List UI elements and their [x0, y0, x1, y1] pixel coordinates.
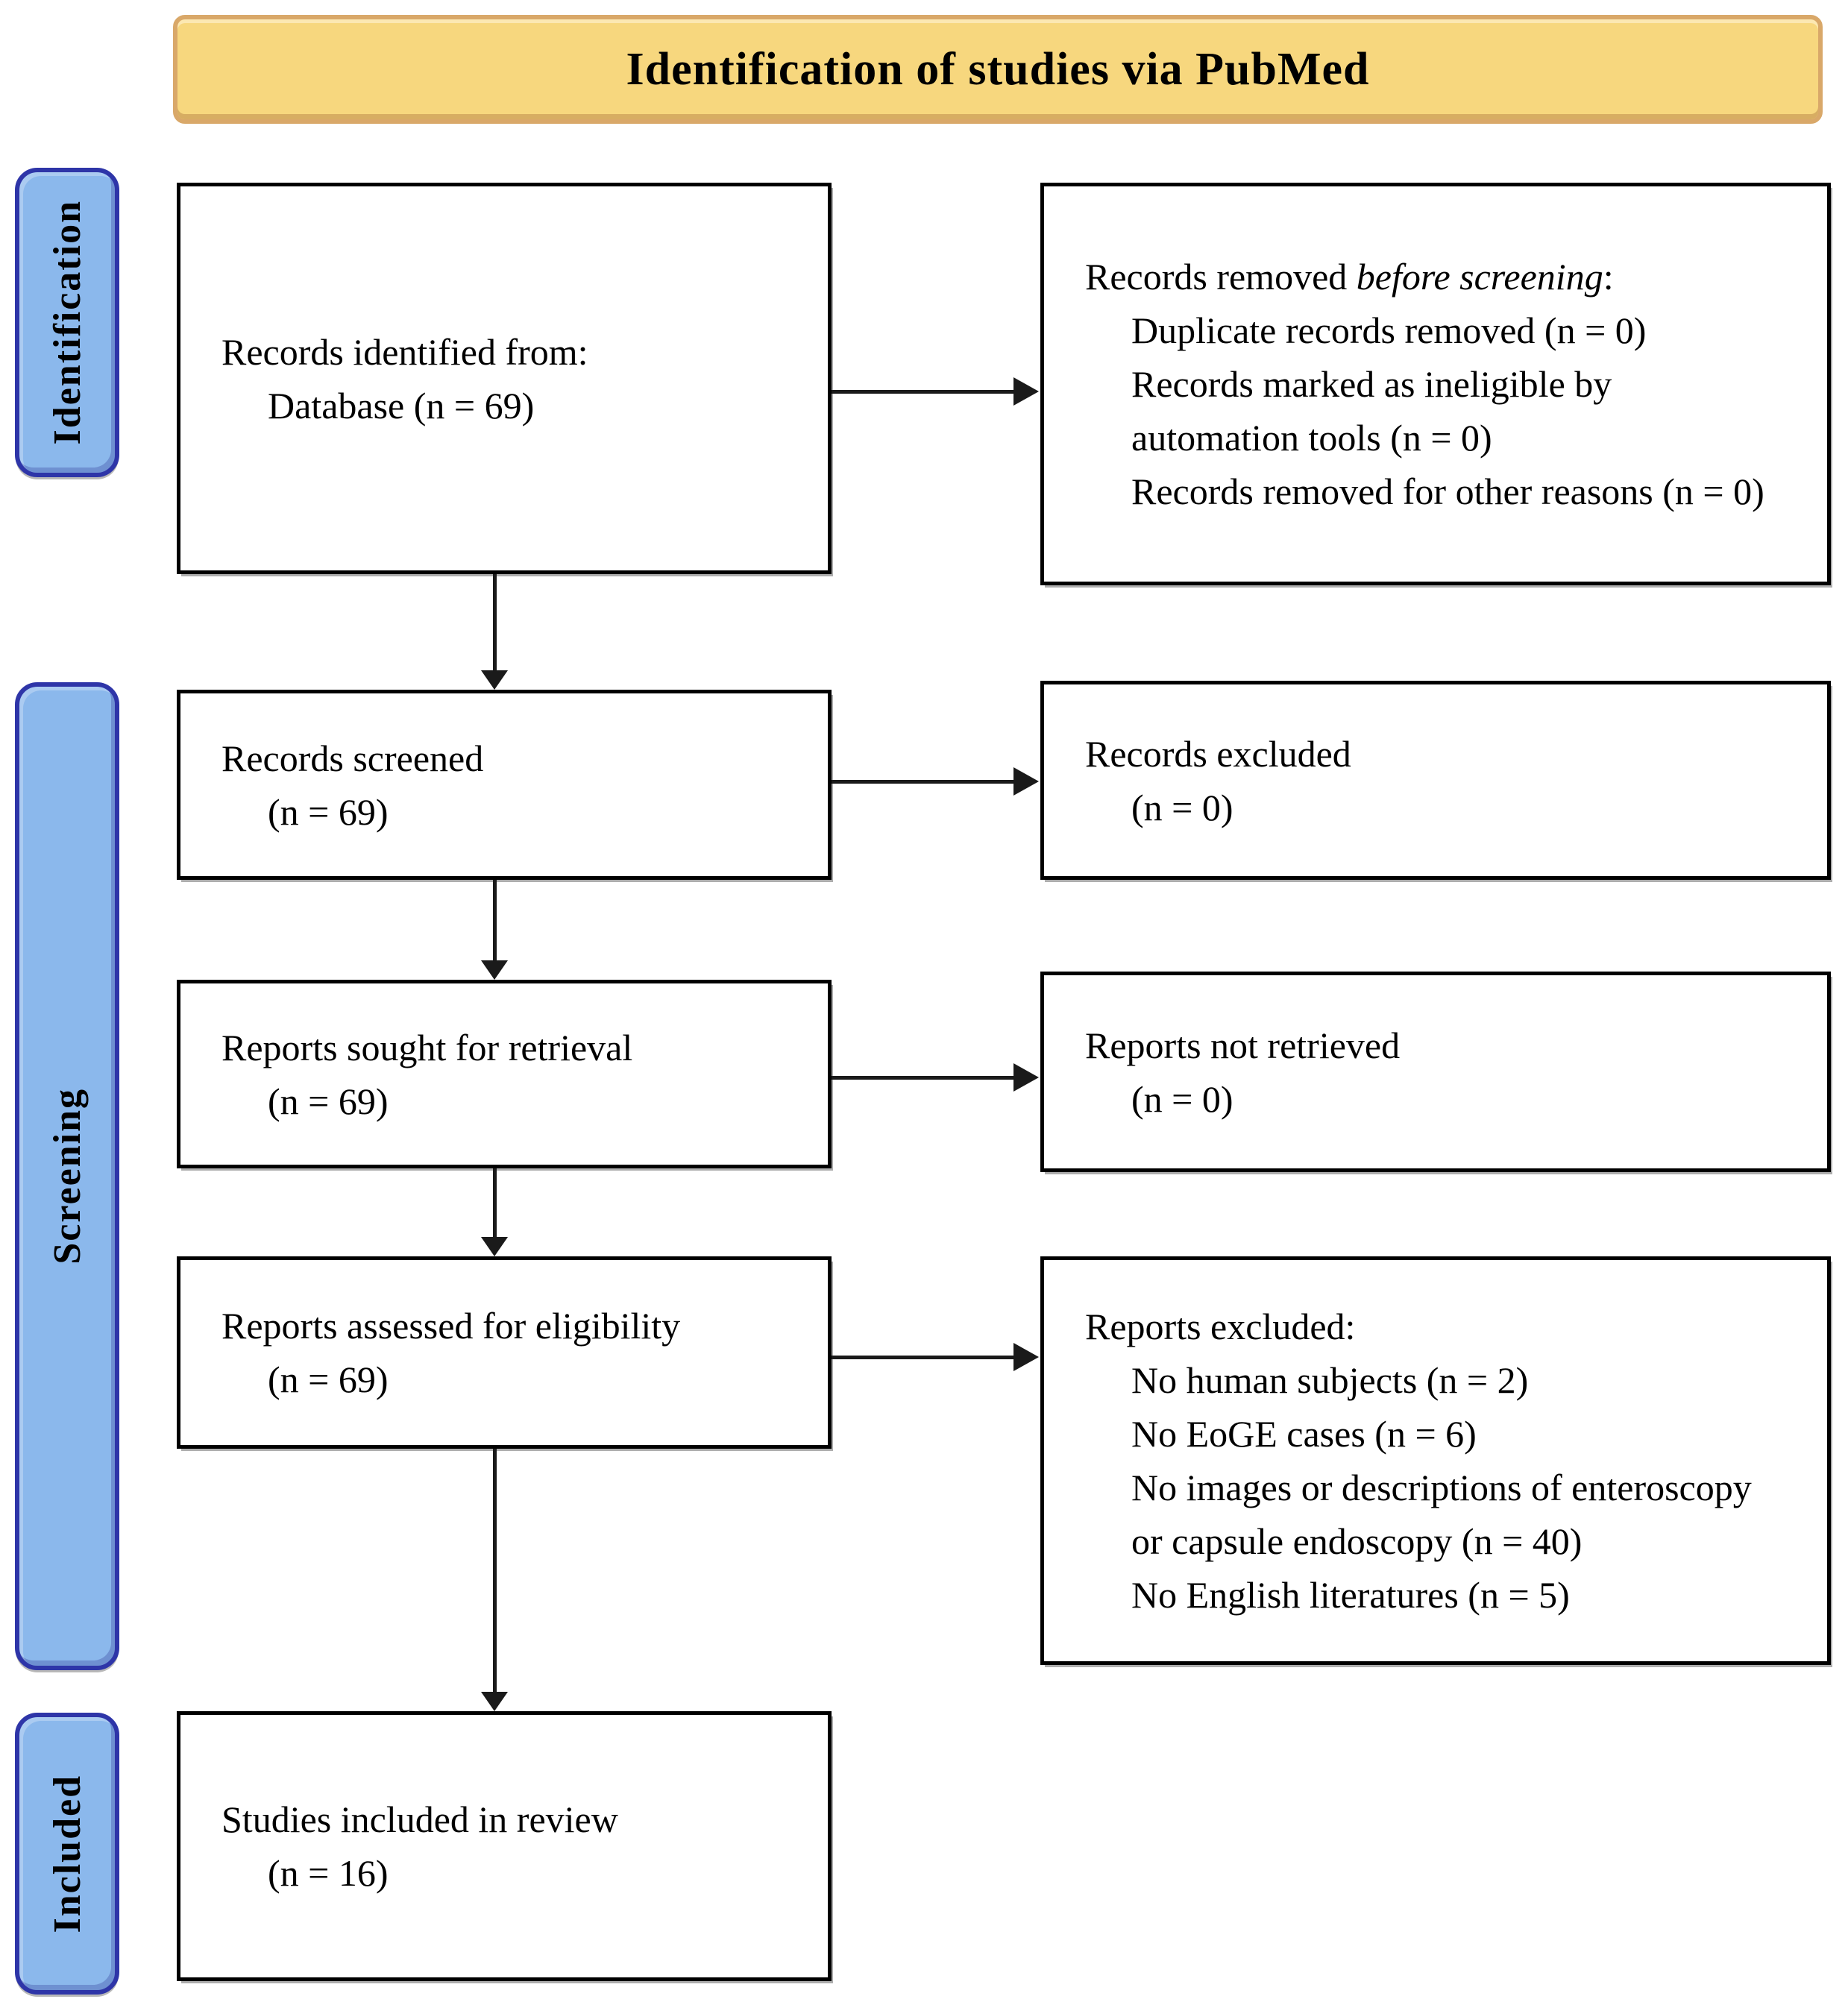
arrow-screened-to-excluded-head: [1013, 767, 1039, 796]
box-records-screened: Records screened (n = 69): [177, 690, 832, 880]
records-identified-line1: Records identified from:: [221, 330, 588, 373]
box-records-removed: Records removed before screening: Duplic…: [1040, 183, 1831, 585]
title-banner: Identification of studies via PubMed: [173, 15, 1823, 124]
arrow-sought-to-not-retrieved-line: [832, 1076, 1015, 1080]
reports-excluded-item3: No images or descriptions of enteroscopy…: [1131, 1467, 1752, 1562]
reports-excluded-item2: No EoGE cases (n = 6): [1131, 1413, 1477, 1455]
stage-label-included-text: Included: [45, 1774, 89, 1933]
records-removed-item2: Records marked as ineligible by automati…: [1131, 363, 1612, 459]
box-records-identified: Records identified from: Database (n = 6…: [177, 183, 832, 574]
arrow-identified-to-removed-line: [832, 390, 1015, 394]
stage-label-identification-text: Identification: [45, 200, 89, 445]
arrow-identified-to-screened-head: [481, 670, 508, 690]
stage-label-included: Included: [15, 1713, 119, 1995]
records-screened-line2: (n = 69): [268, 790, 389, 833]
stage-label-screening: Screening: [15, 682, 119, 1670]
reports-not-retrieved-line1: Reports not retrieved: [1085, 1024, 1401, 1066]
arrow-identified-to-screened-line: [493, 574, 497, 673]
arrow-sought-to-not-retrieved-head: [1013, 1063, 1039, 1092]
arrow-screened-to-excluded-line: [832, 780, 1015, 784]
box-reports-not-retrieved: Reports not retrieved (n = 0): [1040, 972, 1831, 1172]
records-removed-item1: Duplicate records removed (n = 0): [1131, 309, 1647, 351]
arrow-screened-to-sought-line: [493, 880, 497, 962]
arrow-assessed-to-reports-excluded-head: [1013, 1343, 1039, 1371]
records-removed-item3: Records removed for other reasons (n = 0…: [1131, 470, 1764, 512]
arrow-identified-to-removed-head: [1013, 377, 1039, 406]
records-removed-intro-prefix: Records removed: [1085, 256, 1357, 298]
title-banner-text: Identification of studies via PubMed: [626, 43, 1370, 95]
arrow-assessed-to-reports-excluded-line: [832, 1356, 1015, 1359]
arrow-assessed-to-included-line: [493, 1449, 497, 1693]
records-removed-intro: Records removed before screening:: [1085, 250, 1782, 303]
reports-excluded-intro: Reports excluded:: [1085, 1306, 1356, 1347]
reports-excluded-item4: No English literatures (n = 5): [1131, 1574, 1570, 1616]
studies-included-line1: Studies included in review: [221, 1798, 618, 1840]
records-removed-intro-italic: before screening: [1356, 256, 1603, 298]
records-excluded-line2: (n = 0): [1131, 786, 1233, 828]
reports-assessed-line2: (n = 69): [268, 1359, 389, 1400]
arrow-screened-to-sought-head: [481, 960, 508, 980]
box-reports-excluded: Reports excluded: No human subjects (n =…: [1040, 1256, 1831, 1665]
records-identified-line2: Database (n = 69): [268, 384, 535, 426]
records-excluded-line1: Records excluded: [1085, 732, 1351, 775]
reports-assessed-line1: Reports assessed for eligibility: [221, 1305, 681, 1347]
stage-label-screening-text: Screening: [45, 1088, 89, 1265]
studies-included-line2: (n = 16): [268, 1852, 389, 1894]
box-reports-sought: Reports sought for retrieval (n = 69): [177, 980, 832, 1168]
reports-not-retrieved-line2: (n = 0): [1131, 1077, 1233, 1120]
records-removed-intro-colon: :: [1603, 256, 1614, 298]
box-reports-assessed: Reports assessed for eligibility (n = 69…: [177, 1256, 832, 1449]
arrow-sought-to-assessed-line: [493, 1168, 497, 1238]
reports-sought-line2: (n = 69): [268, 1080, 389, 1122]
stage-label-identification: Identification: [15, 168, 119, 477]
box-records-excluded: Records excluded (n = 0): [1040, 681, 1831, 880]
reports-sought-line1: Reports sought for retrieval: [221, 1026, 633, 1068]
records-screened-line1: Records screened: [221, 737, 484, 779]
box-studies-included: Studies included in review (n = 16): [177, 1711, 832, 1981]
arrow-assessed-to-included-head: [481, 1692, 508, 1711]
reports-excluded-item1: No human subjects (n = 2): [1131, 1359, 1529, 1401]
arrow-sought-to-assessed-head: [481, 1237, 508, 1256]
